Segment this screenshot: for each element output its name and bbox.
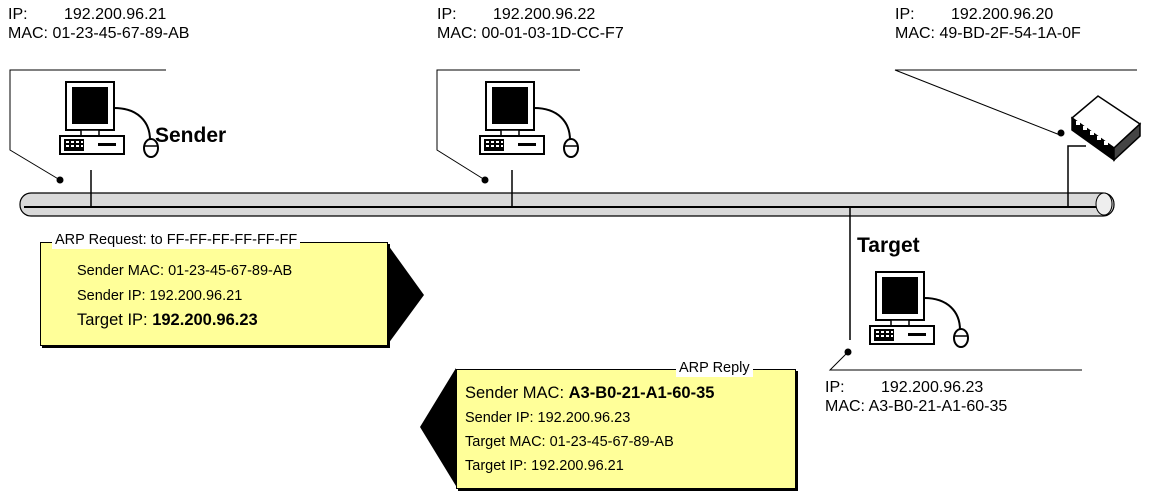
target-ip-label: IP: [825, 379, 845, 396]
request-sender-mac: Sender MAC: 01-23-45-67-89-AB [77, 263, 293, 279]
router-mac-label: MAC: [895, 25, 935, 42]
router-drop-line [1067, 145, 1086, 207]
host2-mac-label: MAC: [437, 25, 477, 42]
request-target-ip-label: Target IP: [77, 311, 153, 329]
arp-reply-packet: Sender MAC: A3-B0-21-A1-60-35 Sender IP:… [456, 369, 796, 489]
leader-dots [56, 129, 1065, 356]
reply-target-ip: Target IP: 192.200.96.21 [465, 458, 624, 474]
target-address-label: IP: 192.200.96.23 MAC: A3-B0-21-A1-60-35 [825, 378, 1007, 416]
router-ip-label: IP: [895, 6, 915, 23]
reply-target-mac: Target MAC: 01-23-45-67-89-AB [465, 434, 674, 450]
leader-lines [9, 69, 1137, 371]
target-mac: A3-B0-21-A1-60-35 [868, 398, 1008, 415]
host2-address-label: IP: 192.200.96.22 MAC: 00-01-03-1D-CC-F7 [437, 5, 624, 43]
reply-sender-ip: Sender IP: 192.200.96.23 [465, 410, 631, 426]
reply-sender-mac-line: Sender MAC: A3-B0-21-A1-60-35 [465, 385, 714, 402]
network-bus [19, 192, 1115, 217]
host2-ip-label: IP: [437, 6, 457, 23]
host2-mac: 00-01-03-1D-CC-F7 [481, 25, 624, 42]
arp-request-packet: Sender MAC: 01-23-45-67-89-AB Sender IP:… [40, 242, 388, 346]
reply-sender-mac-label: Sender MAC: [465, 384, 569, 402]
request-sender-ip: Sender IP: 192.200.96.21 [77, 288, 243, 304]
target-name: Target [857, 234, 920, 257]
sender-computer-icon [59, 81, 159, 158]
arp-reply-caption: ARP Reply [676, 360, 753, 377]
request-arrow-icon [388, 245, 424, 344]
sender-address-label: IP: 192.200.96.21 MAC: 01-23-45-67-89-AB [8, 5, 189, 43]
host2-ip: 192.200.96.22 [493, 6, 596, 23]
router-ip: 192.200.96.20 [951, 6, 1054, 23]
sender-ip: 192.200.96.21 [64, 6, 167, 23]
router-address-label: IP: 192.200.96.20 MAC: 49-BD-2F-54-1A-0F [895, 5, 1081, 43]
sender-mac-label: MAC: [8, 25, 48, 42]
sender-mac: 01-23-45-67-89-AB [52, 25, 190, 42]
router-mac: 49-BD-2F-54-1A-0F [939, 25, 1081, 42]
sender-ip-label: IP: [8, 6, 28, 23]
target-ip: 192.200.96.23 [881, 379, 984, 396]
request-target-ip-line: Target IP: 192.200.96.23 [77, 312, 258, 329]
reply-sender-mac: A3-B0-21-A1-60-35 [568, 384, 715, 402]
sender-name: Sender [155, 124, 227, 147]
router-icon [1070, 95, 1142, 162]
request-target-ip: 192.200.96.23 [152, 311, 258, 329]
host2-computer-icon [479, 81, 579, 158]
reply-arrow-icon [420, 368, 456, 486]
arp-request-caption: ARP Request: to FF-FF-FF-FF-FF-FF [52, 232, 301, 249]
target-mac-label: MAC: [825, 398, 865, 415]
target-computer-icon [869, 271, 969, 348]
